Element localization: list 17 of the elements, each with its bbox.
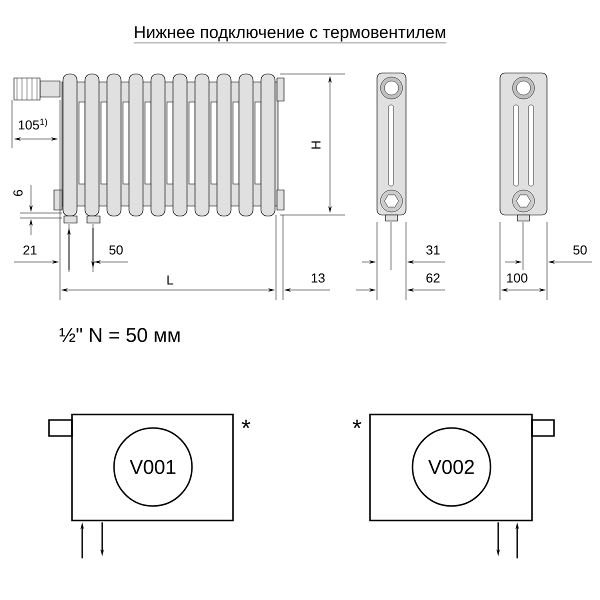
title: Нижнее подключение с термовентилем <box>134 26 446 44</box>
dimension-label: 50 <box>108 244 124 256</box>
dimension-label: 62 <box>424 272 442 284</box>
dimension-label: 100 <box>505 272 529 284</box>
dimension-label: 50 <box>572 244 588 256</box>
dimension-label: H <box>310 139 322 151</box>
radiator-box <box>48 414 234 522</box>
dimension-label: L <box>165 274 175 286</box>
dimension-label: ½" N = 50 мм <box>58 326 182 344</box>
dimension-label: 31 <box>424 244 442 256</box>
dimension-label: 13 <box>310 272 326 284</box>
dimension-label: 105$^{1)}$ <box>16 117 50 131</box>
asterisk: * <box>352 420 362 428</box>
dimension-label: 21 <box>22 244 38 256</box>
radiator-box <box>369 414 555 522</box>
dimension-label: 6 <box>12 188 24 198</box>
asterisk: * <box>242 420 250 428</box>
